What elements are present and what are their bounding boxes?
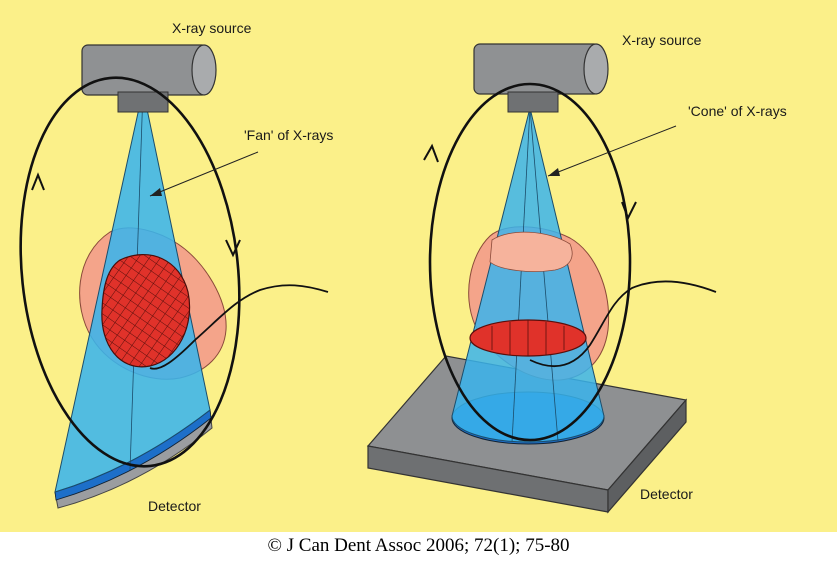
cone-beam [451,107,605,443]
cone-detector-label: Detector [640,486,693,502]
fan-brain-slice [101,254,191,368]
fan-beam-label: 'Fan' of X-rays [244,127,333,143]
fan-beam-panel: X-ray source 'Fan' of X-rays Detector [19,20,333,514]
cone-beam-label: 'Cone' of X-rays [688,103,787,119]
fan-xray-source [81,44,217,113]
ct-vs-cbct-diagram: X-ray source 'Fan' of X-rays Detector [0,0,837,532]
fan-rotation-orbit [19,76,241,468]
cone-rotation-orbit [428,82,632,442]
cone-xray-source [473,43,609,113]
fan-source-label: X-ray source [172,20,252,36]
fan-detector-label: Detector [148,498,201,514]
cone-source-label: X-ray source [622,32,702,48]
copyright-caption: © J Can Dent Assoc 2006; 72(1); 75-80 [267,535,570,556]
cone-beam-panel: X-ray source 'Cone' of X-rays Detector [366,32,787,514]
